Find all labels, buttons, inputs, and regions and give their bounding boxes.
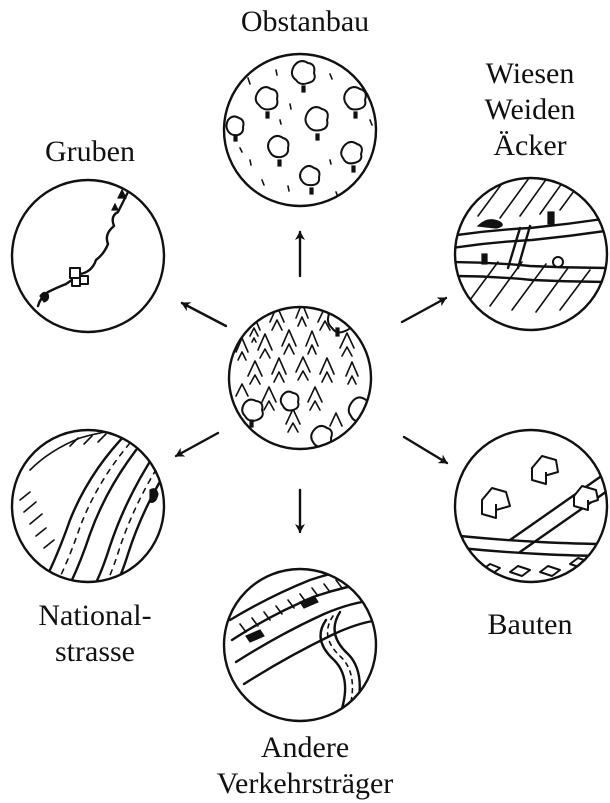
- node-wiesen-weiden-aecker: [450, 170, 610, 330]
- arrows: [176, 232, 447, 532]
- node-gruben: [12, 180, 164, 332]
- node-bauten: [455, 430, 610, 582]
- arrow-to-gruben: [182, 303, 226, 326]
- arrow-to-wiesen: [402, 298, 446, 322]
- arrow-to-nationalstrasse: [176, 433, 218, 456]
- node-wald-forest: [229, 303, 371, 453]
- node-nationalstrasse: [12, 430, 168, 598]
- node-obstanbau: [224, 54, 376, 206]
- node-andere-verkehrstraeger: [224, 566, 380, 721]
- arrow-to-bauten: [404, 437, 447, 463]
